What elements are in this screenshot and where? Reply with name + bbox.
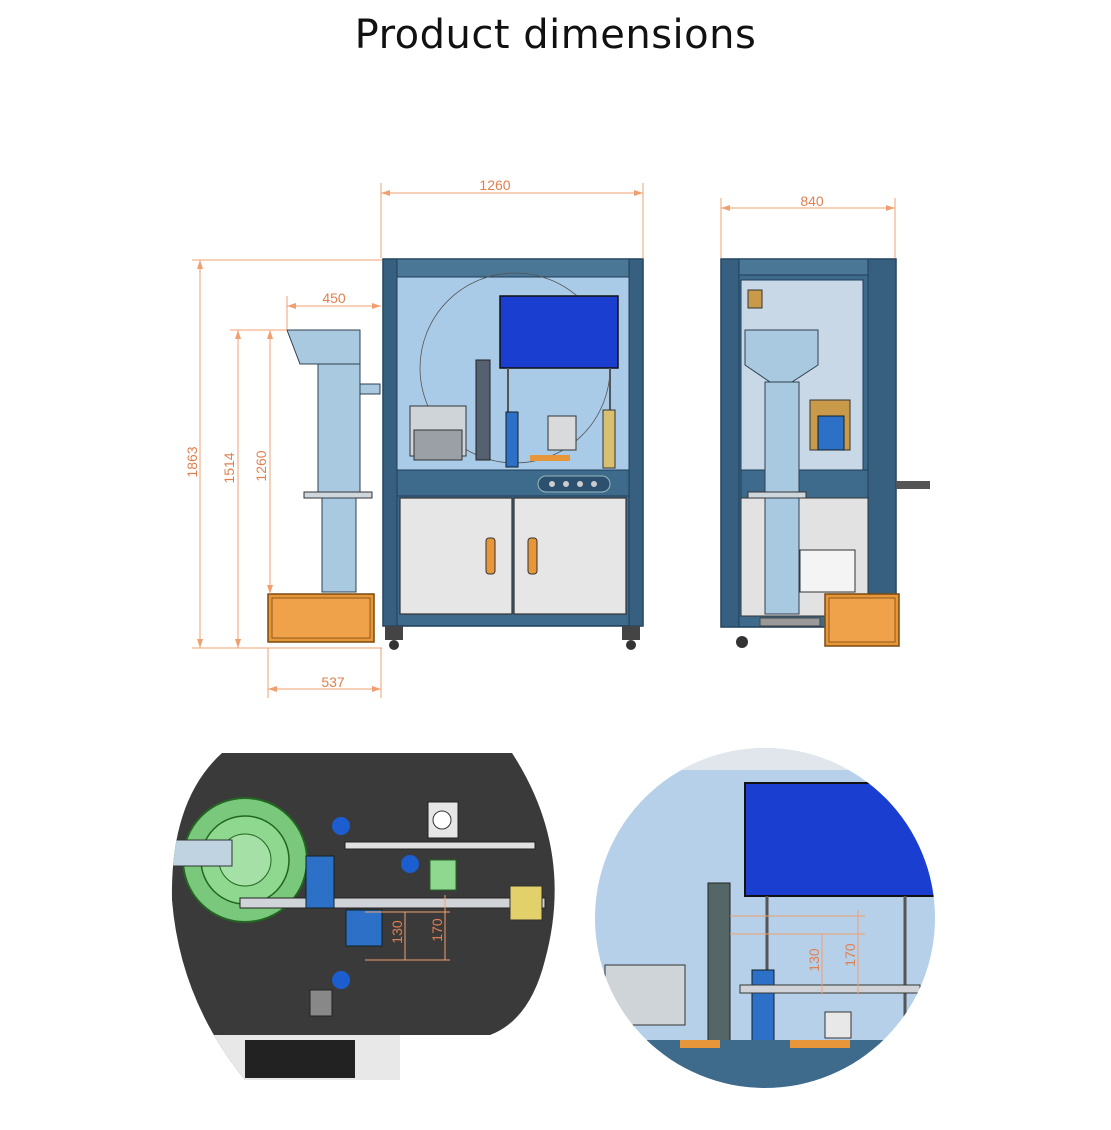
dim-stand-width: 450	[322, 290, 346, 306]
stand-view: 450 1863 1514 1260 537	[184, 259, 382, 698]
dim-detail-b-right: 170	[842, 943, 858, 967]
detail-top-view: 130 170	[171, 753, 555, 1080]
dim-detail-b-left: 170	[429, 918, 445, 942]
front-view: 1260	[380, 177, 644, 650]
detail-monitor	[744, 782, 935, 897]
dim-height-table: 1260	[253, 450, 269, 481]
dim-front-width: 1260	[479, 177, 510, 193]
detail-front-view: 130 170	[595, 748, 935, 1088]
dim-detail-a-left: 130	[389, 920, 405, 944]
dim-stand-depth: 537	[321, 674, 345, 690]
dim-height-stand: 1514	[221, 452, 237, 483]
dim-detail-a-right: 130	[806, 948, 822, 972]
monitor-screen	[499, 295, 619, 369]
dim-height-total: 1863	[184, 446, 200, 477]
dim-side-depth: 840	[800, 193, 824, 209]
page-title: Product dimensions	[354, 12, 757, 58]
side-view: 840	[720, 193, 930, 648]
